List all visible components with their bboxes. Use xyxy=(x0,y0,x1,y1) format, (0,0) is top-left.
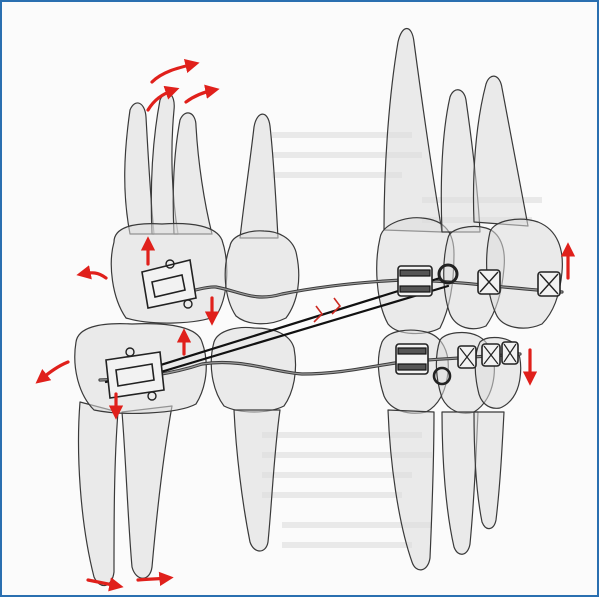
arrow-lower-root-2 xyxy=(138,578,168,580)
upper-lateral-bracket xyxy=(478,270,500,294)
upper-central-bracket xyxy=(538,272,560,296)
arrow-upper-molar-tip xyxy=(82,273,106,278)
arrow-upper-molar-root-3 xyxy=(186,90,214,102)
lower-incisor-brackets xyxy=(458,342,518,368)
arrow-lower-molar-tip xyxy=(40,362,68,380)
arrow-upper-molar-root-1 xyxy=(152,64,194,82)
